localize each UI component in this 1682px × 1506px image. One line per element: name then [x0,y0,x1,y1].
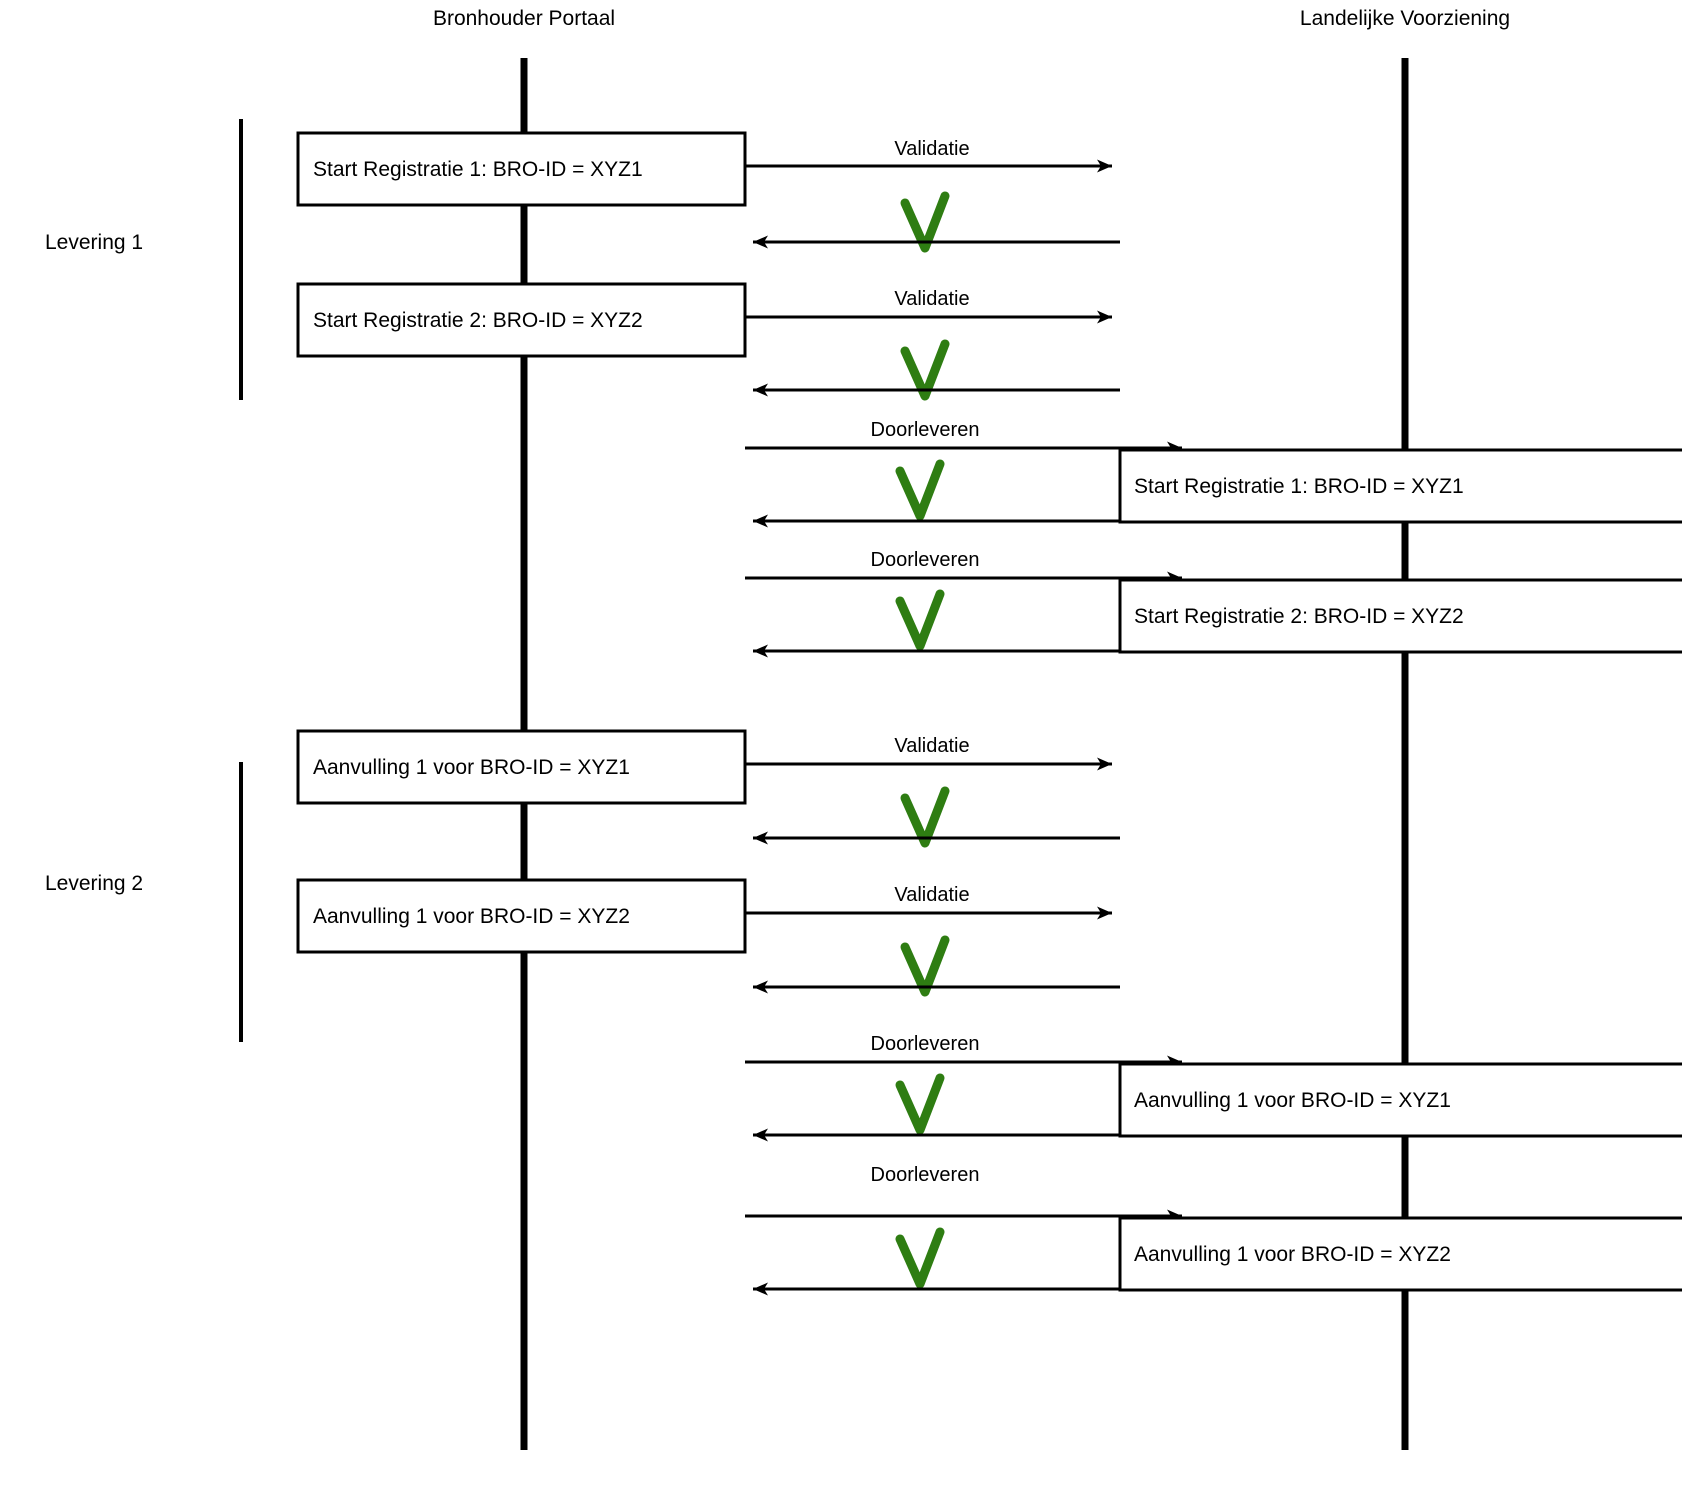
doorleveren-ok-1-icon [895,459,945,521]
activation-box-right-1[interactable] [1118,448,1682,524]
validatie-ok-3-icon [900,786,950,848]
activation-box-right-1-label: Start Registratie 1: BRO-ID = XYZ1 [1134,475,1464,498]
validatie-ok-1-icon [900,191,950,253]
message-label-validatie-3: Validatie [894,735,969,757]
phase-label-levering-1: Levering 1 [45,231,143,254]
doorleveren-ok-4-icon [895,1227,945,1289]
activation-box-left-1[interactable] [296,131,747,207]
message-label-doorleveren-4: Doorleveren [871,1164,980,1186]
activation-box-left-4-label: Aanvulling 1 voor BRO-ID = XYZ2 [313,905,630,928]
lifeline-title-left: Bronhouder Portaal [433,7,615,30]
validatie-ok-2-icon [900,339,950,401]
message-label-doorleveren-3: Doorleveren [871,1033,980,1055]
activation-box-left-2-label: Start Registratie 2: BRO-ID = XYZ2 [313,309,643,332]
activation-box-left-2[interactable] [296,282,747,358]
activation-box-left-3[interactable] [296,729,747,805]
activation-box-right-3-label: Aanvulling 1 voor BRO-ID = XYZ1 [1134,1089,1451,1112]
activation-box-right-3[interactable] [1118,1062,1682,1138]
message-label-validatie-1: Validatie [894,138,969,160]
activation-box-right-4-label: Aanvulling 1 voor BRO-ID = XYZ2 [1134,1243,1451,1266]
message-label-doorleveren-2: Doorleveren [871,549,980,571]
doorleveren-ok-3-icon [895,1073,945,1135]
activation-box-right-4[interactable] [1118,1216,1682,1292]
activation-box-left-3-label: Aanvulling 1 voor BRO-ID = XYZ1 [313,756,630,779]
doorleveren-ok-2-icon [895,589,945,651]
message-label-doorleveren-1: Doorleveren [871,419,980,441]
message-label-validatie-4: Validatie [894,884,969,906]
activation-box-left-4[interactable] [296,878,747,954]
phase-label-levering-2: Levering 2 [45,872,143,895]
message-label-validatie-2: Validatie [894,288,969,310]
activation-box-left-1-label: Start Registratie 1: BRO-ID = XYZ1 [313,158,643,181]
validatie-ok-4-icon [900,935,950,997]
activation-box-right-2-label: Start Registratie 2: BRO-ID = XYZ2 [1134,605,1464,628]
lifeline-title-right: Landelijke Voorziening [1300,7,1510,30]
activation-box-right-2[interactable] [1118,578,1682,654]
